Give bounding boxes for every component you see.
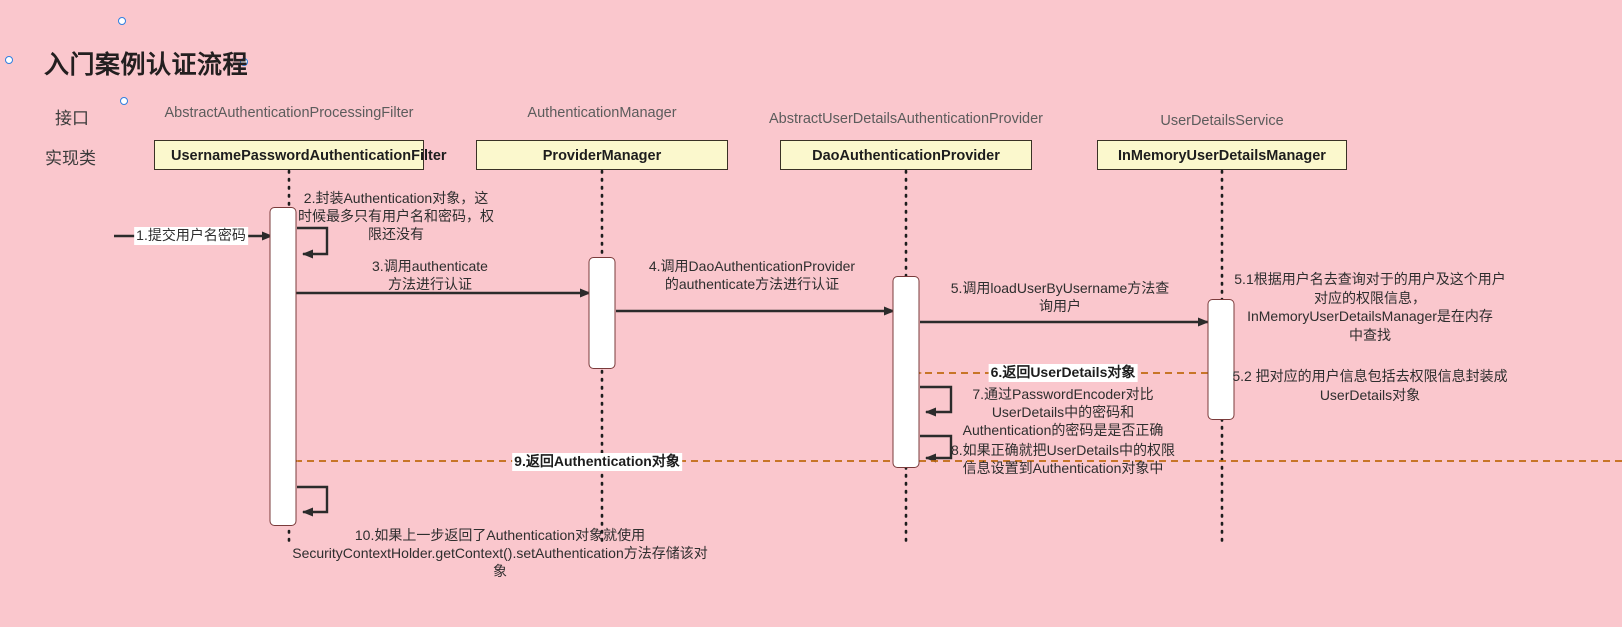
selection-handle-bottom[interactable]	[120, 97, 128, 105]
participant-box-providermanager[interactable]: ProviderManager	[476, 140, 728, 170]
participant-interface-label-4: UserDetailsService	[1160, 113, 1284, 129]
participant-interface-label-3: AbstractUserDetailsAuthenticationProvide…	[768, 111, 1044, 127]
message-label-1: 1.提交用户名密码	[134, 227, 248, 245]
note-label-5-1: 5.1根据用户名去查询对于的用户及这个用户 对应的权限信息， InMemoryU…	[1234, 271, 1506, 343]
legend-interface-row: 接口	[55, 109, 89, 128]
message-label-2: 2.封装Authentication对象，这 时候最多只有用户名和密码，权 限还…	[298, 190, 494, 242]
activation-bar-userdetailsservice	[1207, 299, 1235, 420]
selection-handle-top[interactable]	[118, 17, 126, 25]
participant-interface-label-1: AbstractAuthenticationProcessingFilter	[164, 105, 414, 121]
activation-bar-daoprovider	[892, 276, 920, 468]
message-label-9: 9.返回Authentication对象	[512, 453, 682, 471]
note-label-5-2: 5.2 把对应的用户信息包括去权限信息封装成 UserDetails对象	[1232, 368, 1508, 403]
message-label-5: 5.调用loadUserByUsername方法查 询用户	[950, 280, 1170, 314]
activation-bar-providermanager	[588, 257, 616, 369]
selection-handle-left[interactable]	[5, 56, 13, 64]
message-label-6: 6.返回UserDetails对象	[988, 364, 1138, 382]
participant-box-daoauthenticationprovider[interactable]: DaoAuthenticationProvider	[780, 140, 1032, 170]
message-label-8: 8.如果正确就把UserDetails中的权限 信息设置到Authenticat…	[950, 442, 1176, 476]
message-label-10: 10.如果上一步返回了Authentication对象就使用 SecurityC…	[292, 527, 708, 579]
selection-handle-right[interactable]	[240, 58, 248, 66]
participant-interface-label-2: AuthenticationManager	[527, 105, 677, 121]
legend-implementation-row: 实现类	[45, 149, 96, 168]
message-label-7: 7.通过PasswordEncoder对比 UserDetails中的密码和 A…	[962, 386, 1164, 438]
participant-box-usernamepasswordauthenticationfilter[interactable]: UsernamePasswordAuthenticationFilter	[154, 140, 447, 170]
activation-bar-filter	[269, 207, 297, 526]
message-label-4: 4.调用DaoAuthenticationProvider 的authentic…	[648, 258, 856, 292]
arrow-msg-10-self	[297, 485, 329, 517]
message-label-3: 3.调用authenticate 方法进行认证	[372, 258, 488, 292]
participant-box-inmemoryuserdetailsmanager[interactable]: InMemoryUserDetailsManager	[1097, 140, 1347, 170]
diagram-title: 入门案例认证流程	[44, 51, 249, 79]
